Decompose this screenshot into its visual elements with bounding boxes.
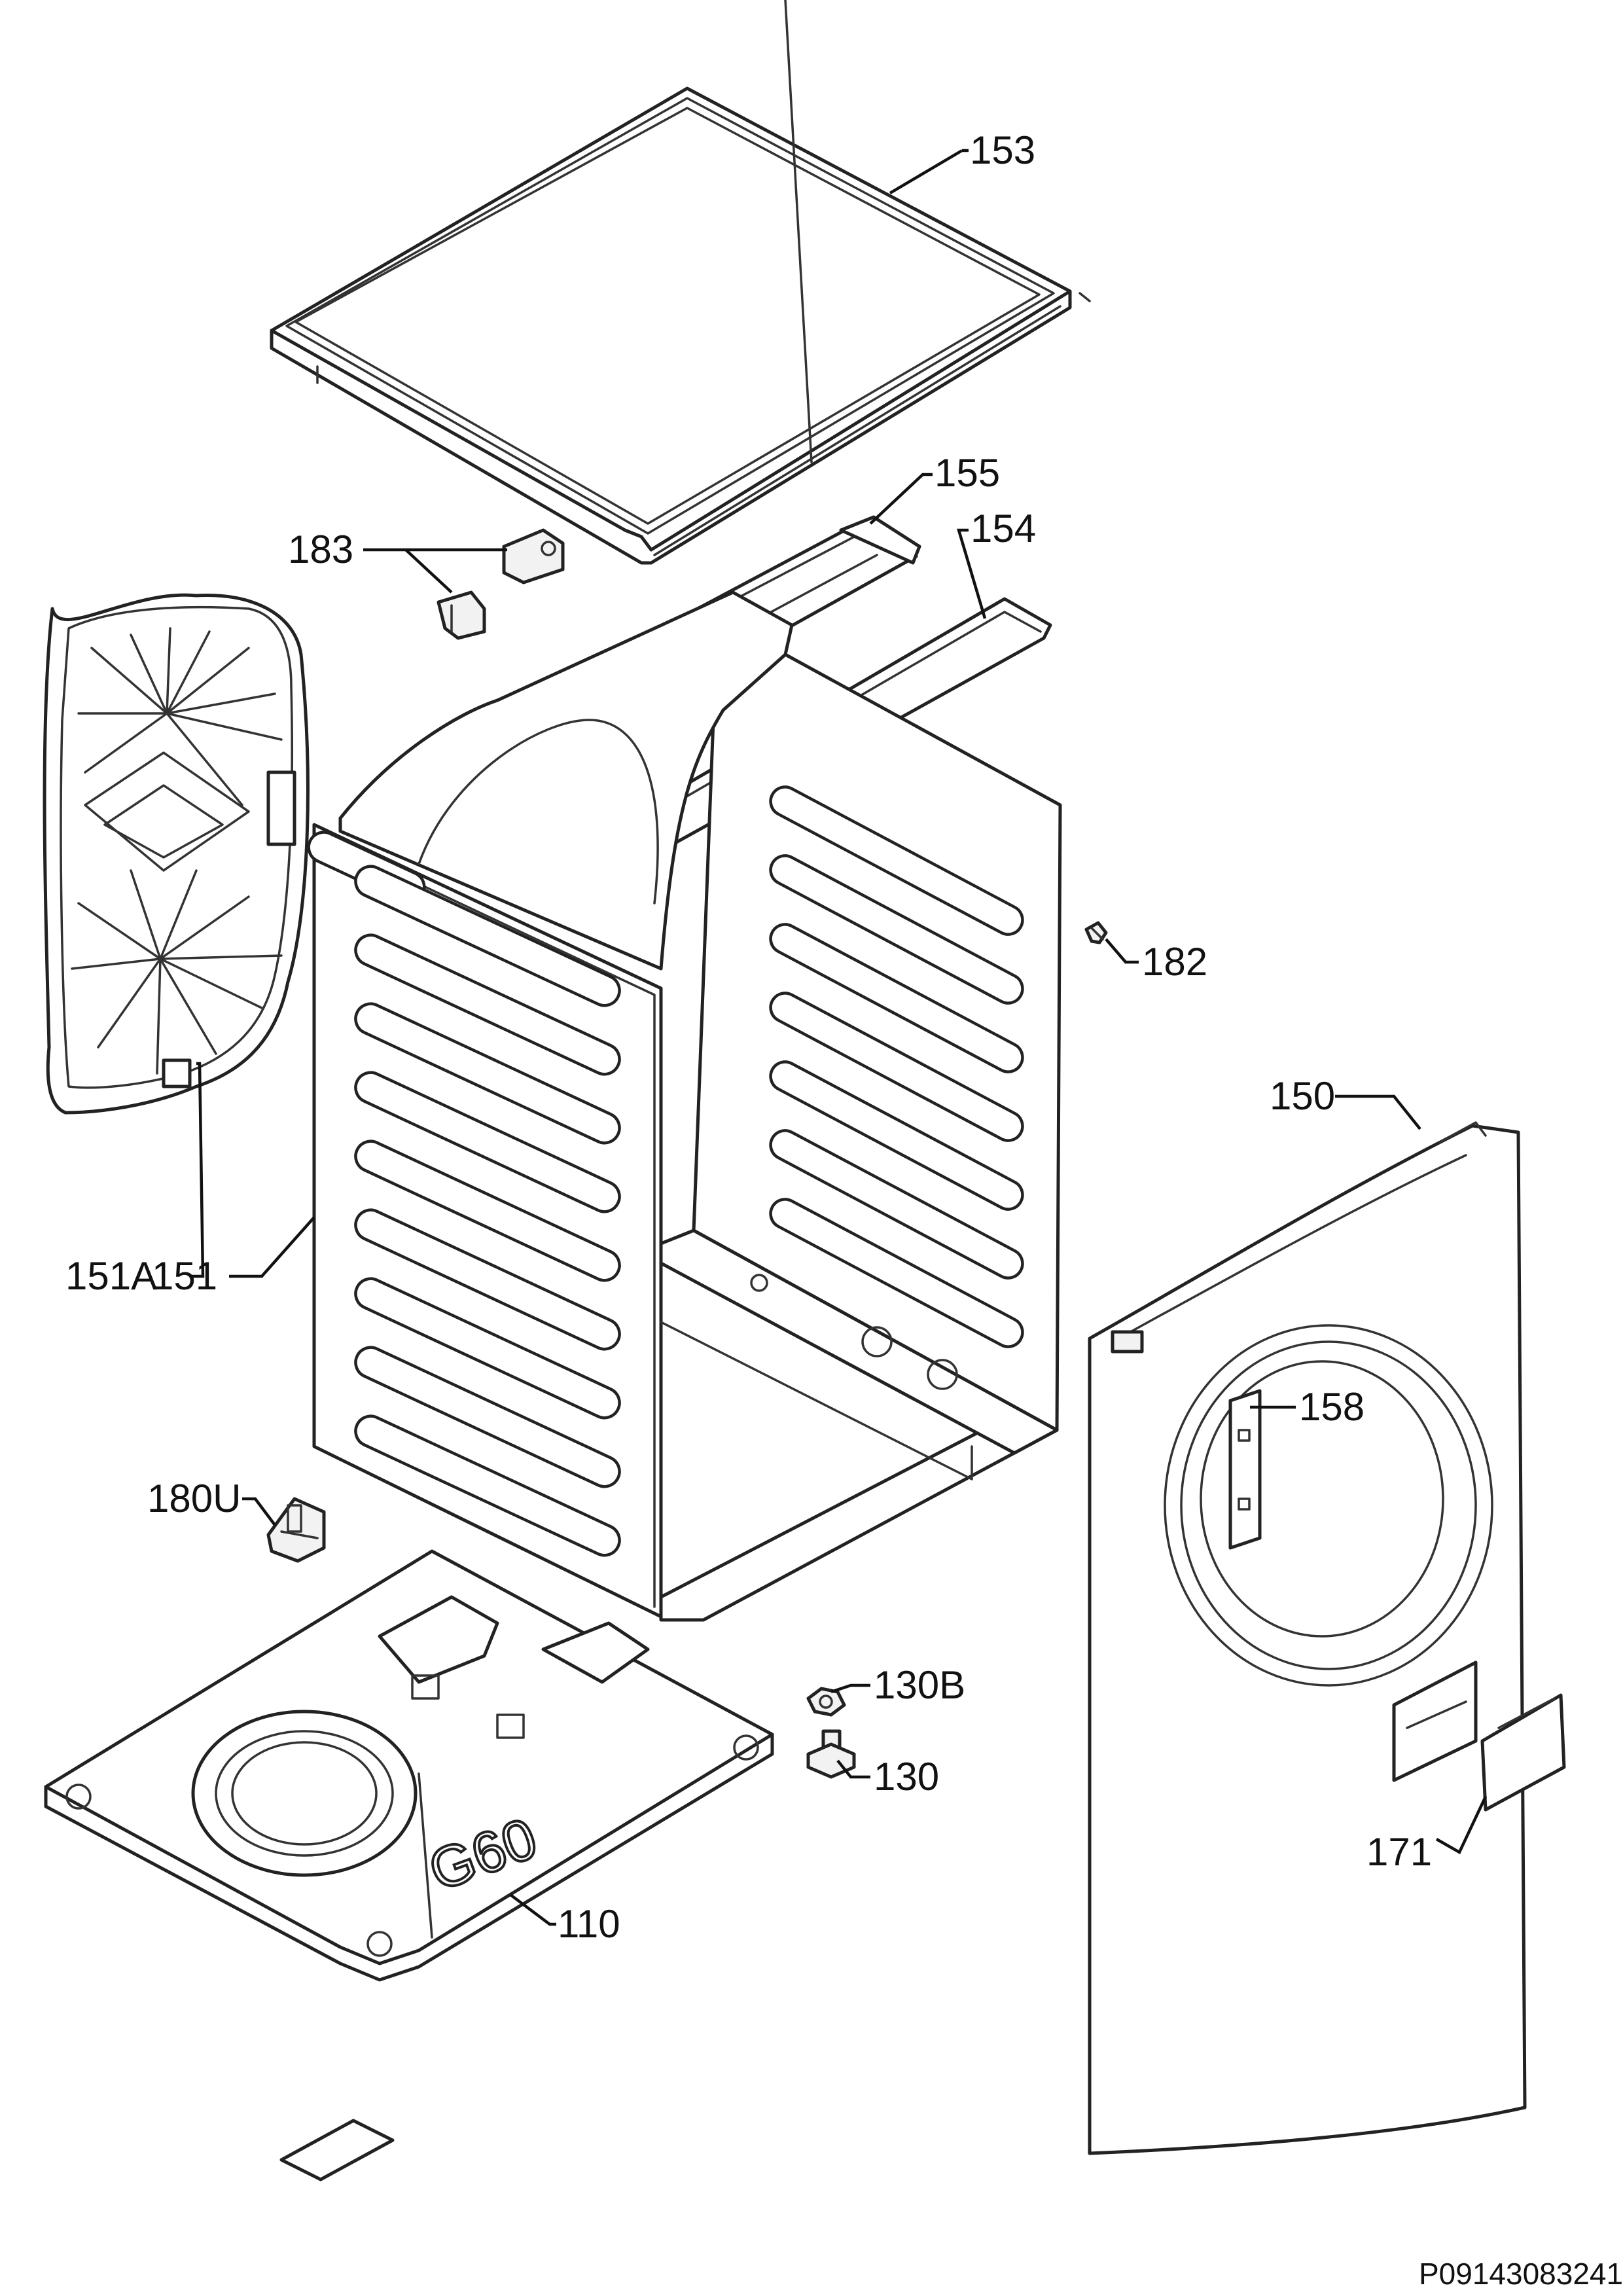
base-plate-part: G60 xyxy=(44,1549,774,2181)
part-labels: 153 155 154 183 182 151A 151 150 158 180… xyxy=(65,128,1432,1946)
leader-lines xyxy=(190,149,1488,1926)
label-180u: 180U xyxy=(147,1477,241,1520)
right-panel-slots xyxy=(769,785,1024,1348)
label-183: 183 xyxy=(288,528,353,571)
screw-part xyxy=(1084,921,1108,944)
hinge-bracket-part xyxy=(437,528,565,640)
left-panel-slots xyxy=(307,831,621,1557)
base-clip-part xyxy=(266,1497,326,1563)
adjustable-foot-part xyxy=(806,1729,856,1779)
drawing-code: P09143083241 xyxy=(1419,2257,1623,2291)
label-151: 151 xyxy=(152,1254,217,1298)
label-154: 154 xyxy=(971,507,1036,550)
label-153: 153 xyxy=(970,128,1035,172)
top-cover-part xyxy=(270,0,1091,565)
filter-cover-part xyxy=(1480,1693,1566,1812)
label-130: 130 xyxy=(874,1755,939,1799)
label-158: 158 xyxy=(1299,1385,1364,1429)
label-155: 155 xyxy=(935,451,1000,495)
label-150: 150 xyxy=(1270,1074,1335,1118)
door-lock-plate-part xyxy=(1228,1389,1262,1550)
label-110: 110 xyxy=(558,1902,620,1946)
label-182: 182 xyxy=(1142,940,1207,984)
front-panel-part xyxy=(1088,1121,1527,2155)
label-171: 171 xyxy=(1366,1830,1432,1874)
inner-door-frame-part xyxy=(43,593,310,1115)
label-130b: 130B xyxy=(874,1663,965,1707)
foot-nut-part xyxy=(806,1687,846,1717)
label-151a: 151A xyxy=(65,1254,157,1298)
